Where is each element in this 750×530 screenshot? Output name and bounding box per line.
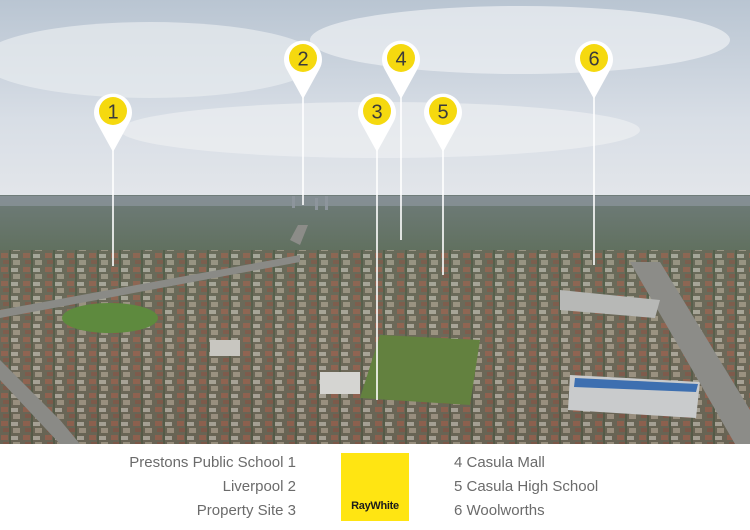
pin-number: 6 bbox=[588, 49, 599, 71]
aerial-photo bbox=[0, 0, 750, 444]
map-pin-5: 5 bbox=[423, 93, 462, 275]
legend-item-5: 5 Casula High School bbox=[454, 478, 599, 495]
legend-item-1: Prestons Public School 1 bbox=[129, 454, 296, 471]
legend-item-2: Liverpool 2 bbox=[222, 478, 296, 495]
map-pin-3: 3 bbox=[358, 93, 396, 400]
location-markers: 1 2 3 4 5 6 bbox=[94, 40, 613, 400]
map-pin-1: 1 bbox=[94, 93, 132, 266]
logo-text: RayWhite bbox=[351, 500, 399, 512]
pin-number: 5 bbox=[437, 102, 448, 124]
map-pin-6: 6 bbox=[575, 40, 613, 265]
map-pin-4: 4 bbox=[382, 40, 420, 240]
raywhite-logo: RayWhite bbox=[341, 453, 409, 521]
pin-number: 2 bbox=[297, 49, 308, 71]
legend-item-3: Property Site 3 bbox=[196, 502, 296, 519]
legend-item-4: 4 Casula Mall bbox=[454, 454, 545, 471]
legend-item-6: 6 Woolworths bbox=[454, 502, 545, 519]
pin-number: 4 bbox=[395, 49, 406, 71]
pin-number: 3 bbox=[371, 102, 382, 124]
map-pin-2: 2 bbox=[284, 40, 322, 205]
pin-number: 1 bbox=[107, 102, 118, 124]
